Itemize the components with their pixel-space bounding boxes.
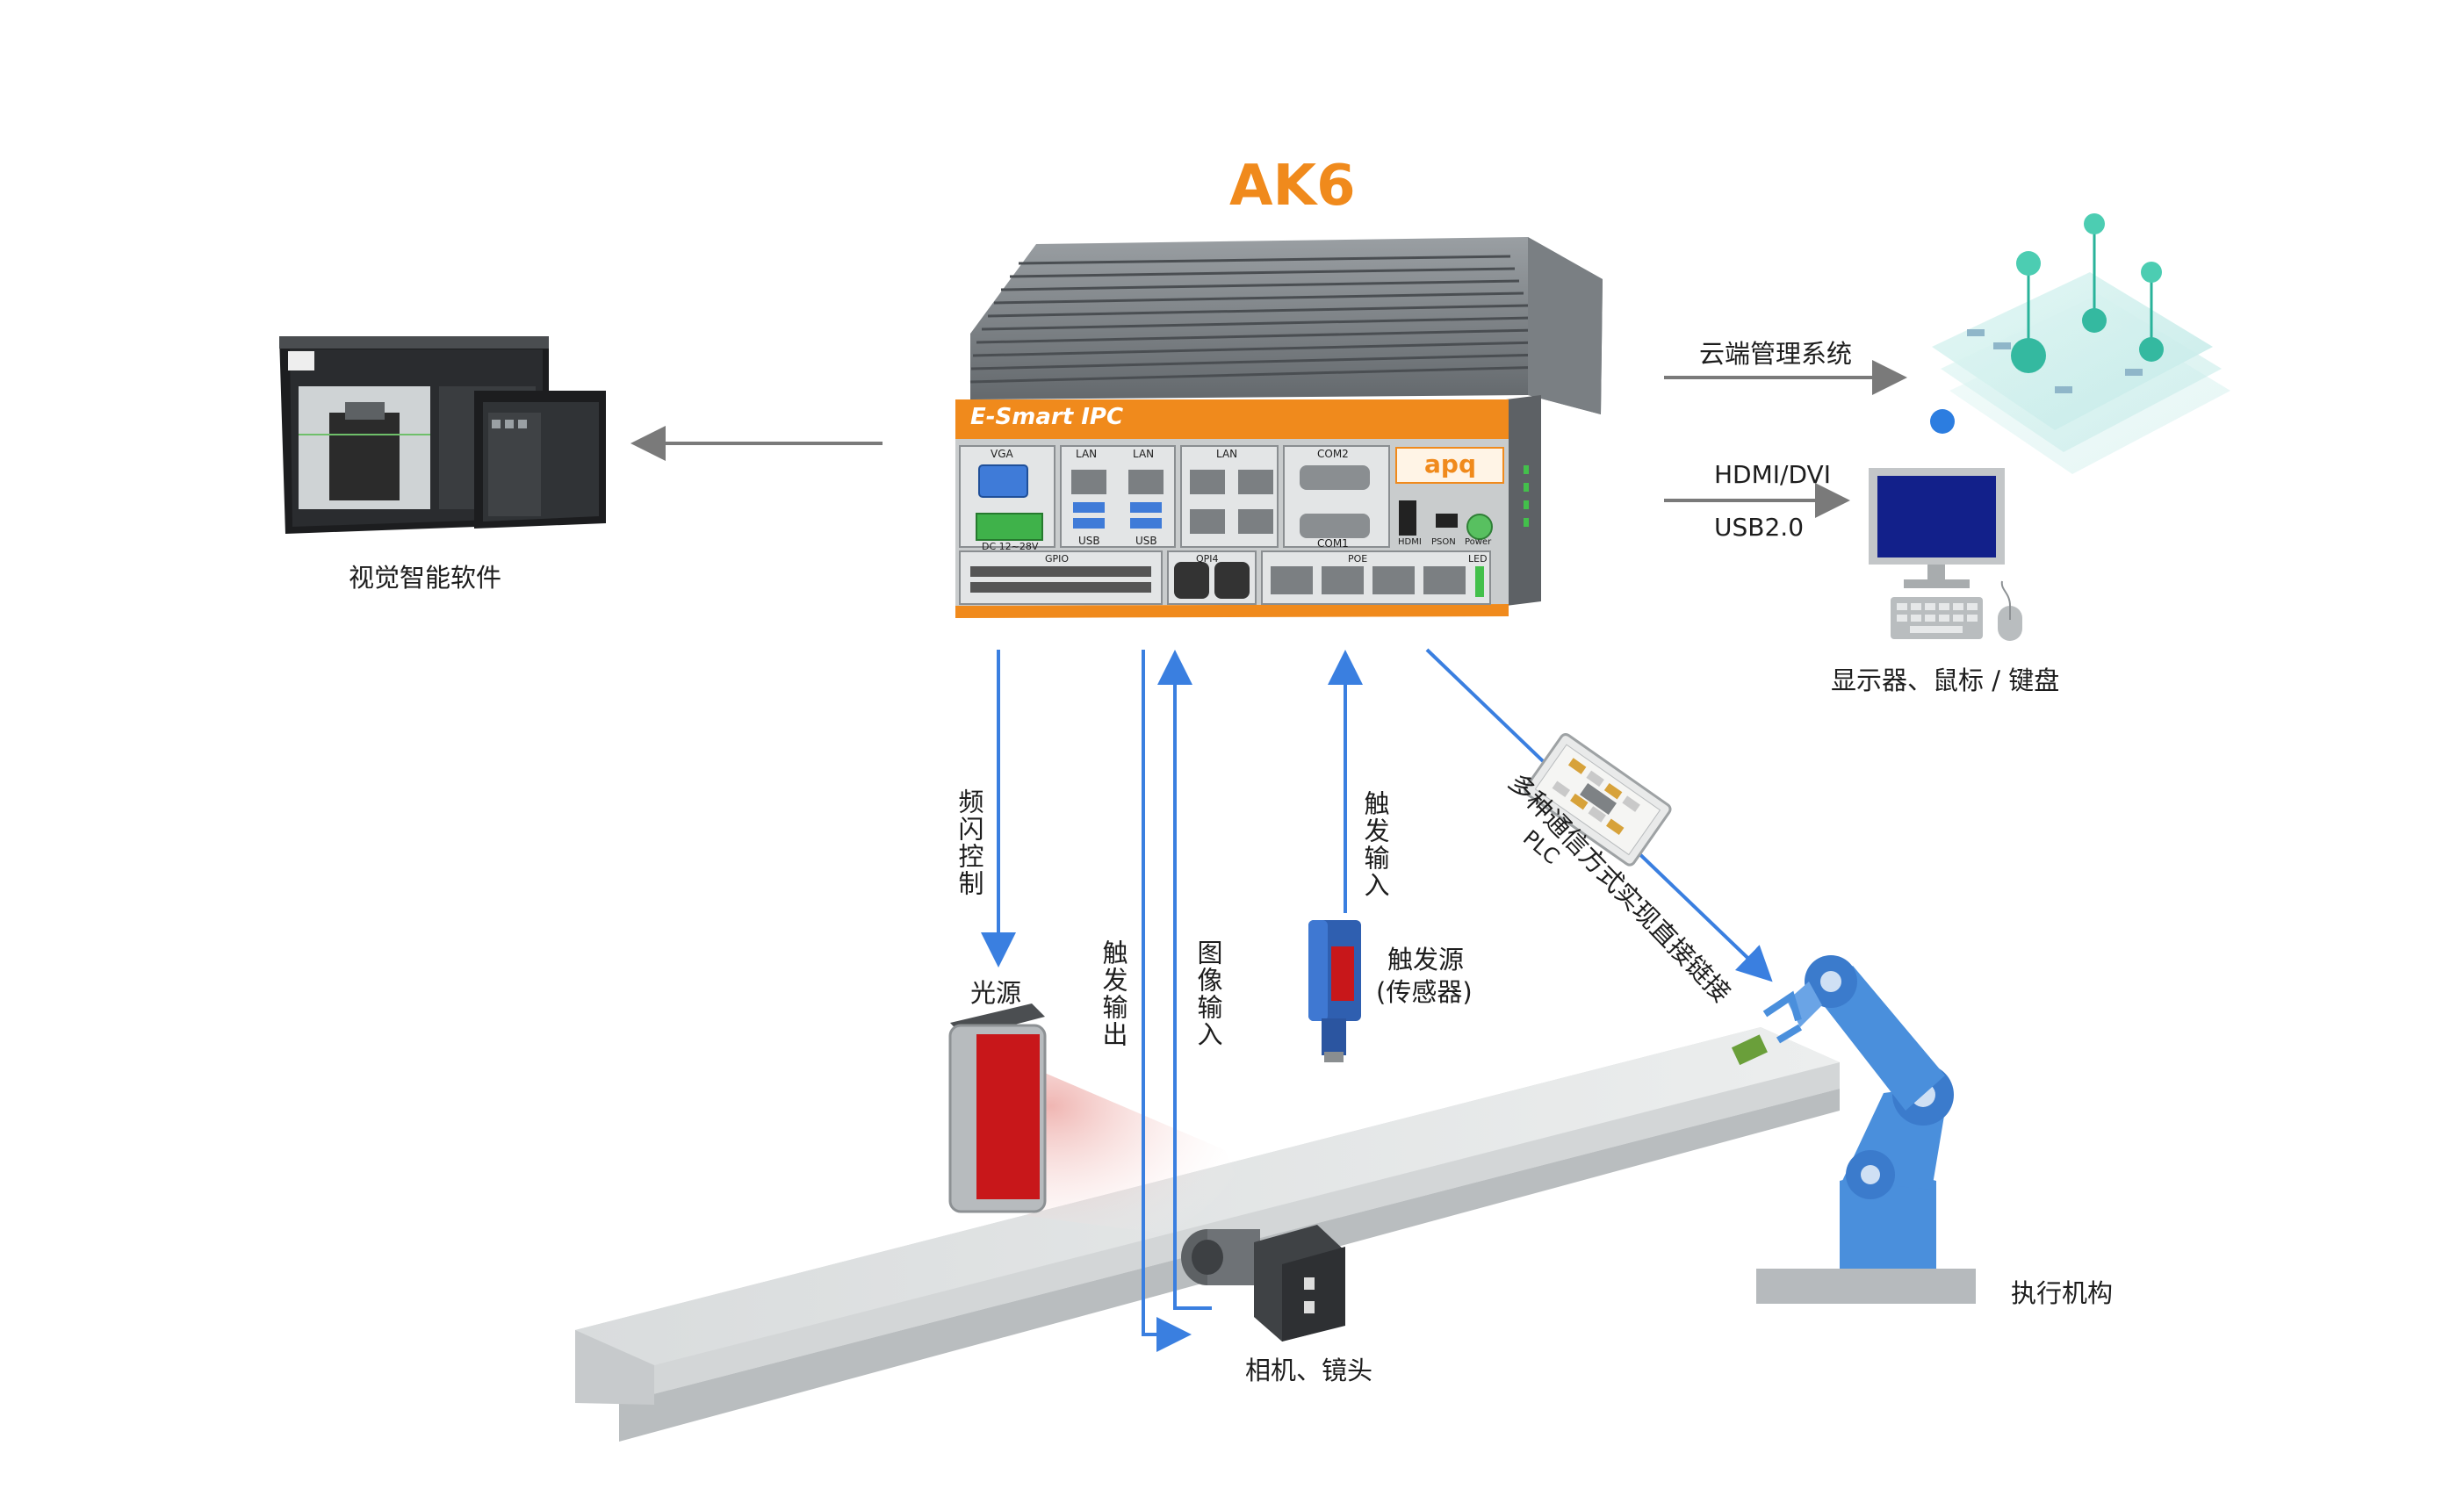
light-beam bbox=[1027, 1071, 1264, 1247]
camera-icon bbox=[1181, 1225, 1345, 1342]
port-label-lan-2: LAN bbox=[1133, 448, 1155, 460]
label-hdmi: HDMI/DVI bbox=[1714, 460, 1831, 489]
label-camera: 相机、镜头 bbox=[1245, 1356, 1373, 1385]
device-brand-strip: E-Smart IPC bbox=[970, 404, 1124, 430]
cloud-platform-icon bbox=[1930, 213, 2230, 474]
label-robot: 执行机构 bbox=[2011, 1278, 2114, 1308]
port-label-vga: VGA bbox=[991, 448, 1013, 460]
port-label-usb-1: USB bbox=[1078, 535, 1100, 547]
label-cloud: 云端管理系统 bbox=[1699, 339, 1853, 369]
sensor-icon bbox=[1308, 920, 1361, 1062]
port-label-power: Power bbox=[1465, 537, 1492, 547]
label-sensor-sub: (传感器) bbox=[1376, 977, 1473, 1007]
port-label-com1: COM1 bbox=[1317, 537, 1349, 550]
label-peripherals: 显示器、鼠标 / 键盘 bbox=[1831, 665, 2060, 695]
keyboard-icon bbox=[1891, 597, 1983, 639]
port-label-poe: POE bbox=[1348, 553, 1368, 565]
port-label-dc: DC 12~28V bbox=[982, 541, 1039, 552]
monitor-icon bbox=[1869, 468, 2005, 588]
label-software: 视觉智能软件 bbox=[349, 563, 502, 593]
port-label-pson: PSON bbox=[1431, 537, 1456, 547]
label-trigger-in: 触发输入 bbox=[1360, 790, 1390, 899]
port-label-lan-1: LAN bbox=[1076, 448, 1098, 460]
port-label-usb-2: USB bbox=[1135, 535, 1157, 547]
label-image-in: 图像输入 bbox=[1193, 939, 1223, 1048]
label-strobe: 频闪控制 bbox=[955, 788, 984, 897]
label-light: 光源 bbox=[970, 978, 1022, 1008]
robot-arm-icon bbox=[1731, 955, 1976, 1304]
light-source-icon bbox=[948, 1003, 1047, 1213]
label-usb: USB2.0 bbox=[1714, 513, 1805, 542]
port-label-lan-3: LAN bbox=[1216, 448, 1238, 460]
port-label-led: LED bbox=[1468, 553, 1488, 565]
device-logo: apq bbox=[1424, 450, 1476, 478]
port-label-hdmi: HDMI bbox=[1398, 537, 1422, 547]
diagram-title: AK6 bbox=[1229, 154, 1356, 219]
ak6-device bbox=[955, 237, 1603, 618]
label-trigger-out: 触发输出 bbox=[1099, 939, 1128, 1048]
port-label-gpio: GPIO bbox=[1045, 553, 1070, 565]
mouse-icon bbox=[1998, 580, 2022, 641]
port-label-qpi: QPI4 bbox=[1196, 553, 1219, 565]
port-label-com2: COM2 bbox=[1317, 448, 1349, 460]
software-screens-icon bbox=[279, 336, 606, 534]
plc-icon bbox=[1524, 733, 1672, 867]
label-sensor: 触发源 bbox=[1387, 945, 1465, 975]
